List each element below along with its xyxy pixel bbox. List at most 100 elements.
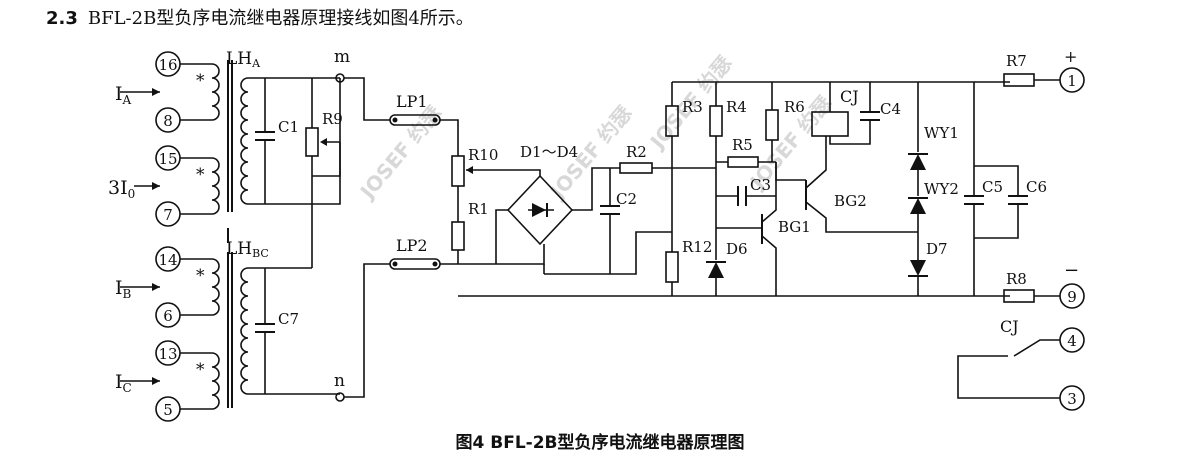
r10-wiper-arrow (466, 166, 473, 174)
lha-right-bus (312, 78, 341, 205)
coil-ia (180, 63, 220, 121)
bridge-diamond (506, 174, 574, 246)
bridge-rectifier: D1～D4 (458, 143, 620, 275)
terminal-1-label: 1 (1067, 72, 1077, 90)
bridge-dc-wires (544, 167, 620, 275)
r7-body (1003, 73, 1035, 87)
wy2-label: WY2 (924, 180, 959, 198)
terminal-9 (1059, 283, 1085, 309)
r10-r1-chain: R10 R1 (451, 146, 541, 264)
coil-ib (180, 258, 220, 316)
r10-label: R10 (468, 146, 498, 164)
point-m-label: m (334, 47, 350, 67)
r6-bg2-stage: R6 BG2 CJ C4 (765, 82, 918, 233)
r5-body (727, 156, 759, 168)
c2-label: C2 (616, 190, 637, 208)
terminal-9-label: 9 (1067, 288, 1077, 306)
arrow-head-3i0 (152, 182, 160, 190)
c7-label: C7 (278, 310, 299, 328)
wy1-label: WY1 (924, 124, 959, 142)
input-ic-label: IC (115, 371, 132, 395)
bg2-base-wire (775, 162, 806, 181)
r2-c2: R2 C2 (600, 143, 716, 275)
input-ia-label: IA (115, 83, 132, 107)
secondary-lha (240, 77, 265, 205)
coil-3i0 (180, 157, 220, 215)
c6-wires (974, 165, 1019, 239)
lp2-pin-a (392, 261, 398, 267)
r1-label: R1 (468, 200, 489, 218)
r6-body (765, 109, 779, 141)
terminal-4 (1059, 327, 1085, 353)
bg1-label: BG1 (778, 218, 811, 236)
c1-label: C1 (278, 118, 299, 136)
lp2-pin-b (432, 261, 438, 267)
c3-label: C3 (750, 176, 771, 194)
lhbc-bus (265, 204, 313, 395)
cj-contact-wires (957, 339, 1060, 399)
section-text: BFL-2B型负序电流继电器原理接线如图4所示。 (87, 8, 474, 29)
c4-wires (829, 82, 871, 145)
polarity-mark-ib: * (196, 266, 205, 286)
polarity-mark-ic: * (196, 360, 205, 380)
bg2-leads (805, 136, 918, 233)
links: LP1 LP2 (344, 77, 459, 398)
terminal-1 (1059, 67, 1085, 93)
minus-label: − (1064, 260, 1079, 281)
r10-body (451, 155, 465, 187)
lhbc-network: C7 (255, 204, 340, 395)
polarity-mark-3i0: * (196, 165, 205, 185)
r9-wiper-arrow (320, 138, 327, 146)
r12-label: R12 (682, 238, 712, 256)
c6-label: C6 (1026, 178, 1047, 196)
r3-body (665, 105, 679, 137)
lp1-wire-out (440, 119, 459, 156)
polarity-mark-ia: * (196, 71, 205, 91)
c2-return (610, 231, 672, 275)
terminal-13-label: 13 (158, 345, 177, 363)
coil-ic (180, 352, 220, 410)
arrow-head-ic (152, 377, 160, 385)
terminal-6-label: 6 (163, 307, 173, 325)
watermark-1: JOSEF 约瑟 (354, 101, 446, 205)
cj-label: CJ (840, 87, 859, 106)
r12-body (665, 251, 679, 283)
d6-triangle (708, 262, 724, 278)
r9-body (305, 127, 319, 157)
bridge-ac-wires (458, 209, 545, 265)
arrow-head-ia (152, 88, 160, 96)
terminal-5-label: 5 (163, 401, 173, 419)
lp1-pin-a (392, 117, 398, 123)
current-inputs: IA 3I0 IB IC (108, 83, 160, 395)
lha-network: C1 R9 (255, 77, 343, 205)
r7-label: R7 (1006, 52, 1027, 70)
lp2-label: LP2 (396, 236, 428, 255)
wy1-triangle (910, 154, 926, 170)
lp1-wire-in (344, 77, 390, 121)
r4-label: R4 (726, 98, 747, 116)
r9-label: R9 (322, 110, 343, 128)
terminal-7-label: 7 (163, 206, 173, 224)
supply-terminals: R7 1 + R8 9 − (1003, 47, 1085, 309)
d6-label: D6 (726, 240, 748, 258)
r2-label: R2 (626, 143, 647, 161)
r3-label: R3 (682, 98, 703, 116)
c5-c6: C5 C6 (964, 82, 1047, 296)
wy2-triangle (910, 198, 926, 214)
lp1-pin-b (432, 117, 438, 123)
zener-column: WY1 WY2 D7 (908, 82, 959, 296)
transformer-cores: LHA LHBC (226, 49, 269, 408)
point-n-label: n (334, 371, 345, 391)
r8-label: R8 (1006, 270, 1027, 288)
d7-label: D7 (926, 240, 948, 258)
r2-body (619, 162, 653, 174)
terminal-4-label: 4 (1067, 332, 1077, 350)
input-terminals: 16 8 15 7 14 6 13 5 (155, 51, 181, 422)
cj-contact-label: CJ (1000, 317, 1019, 336)
figure-caption: 图4 BFL-2B型负序电流继电器原理图 (455, 433, 745, 453)
terminal-8-label: 8 (163, 112, 173, 130)
secondary-windings (240, 77, 265, 395)
terminal-14-label: 14 (158, 251, 177, 269)
section-number: 2.3 (46, 8, 78, 29)
bg2-label: BG2 (834, 192, 867, 210)
